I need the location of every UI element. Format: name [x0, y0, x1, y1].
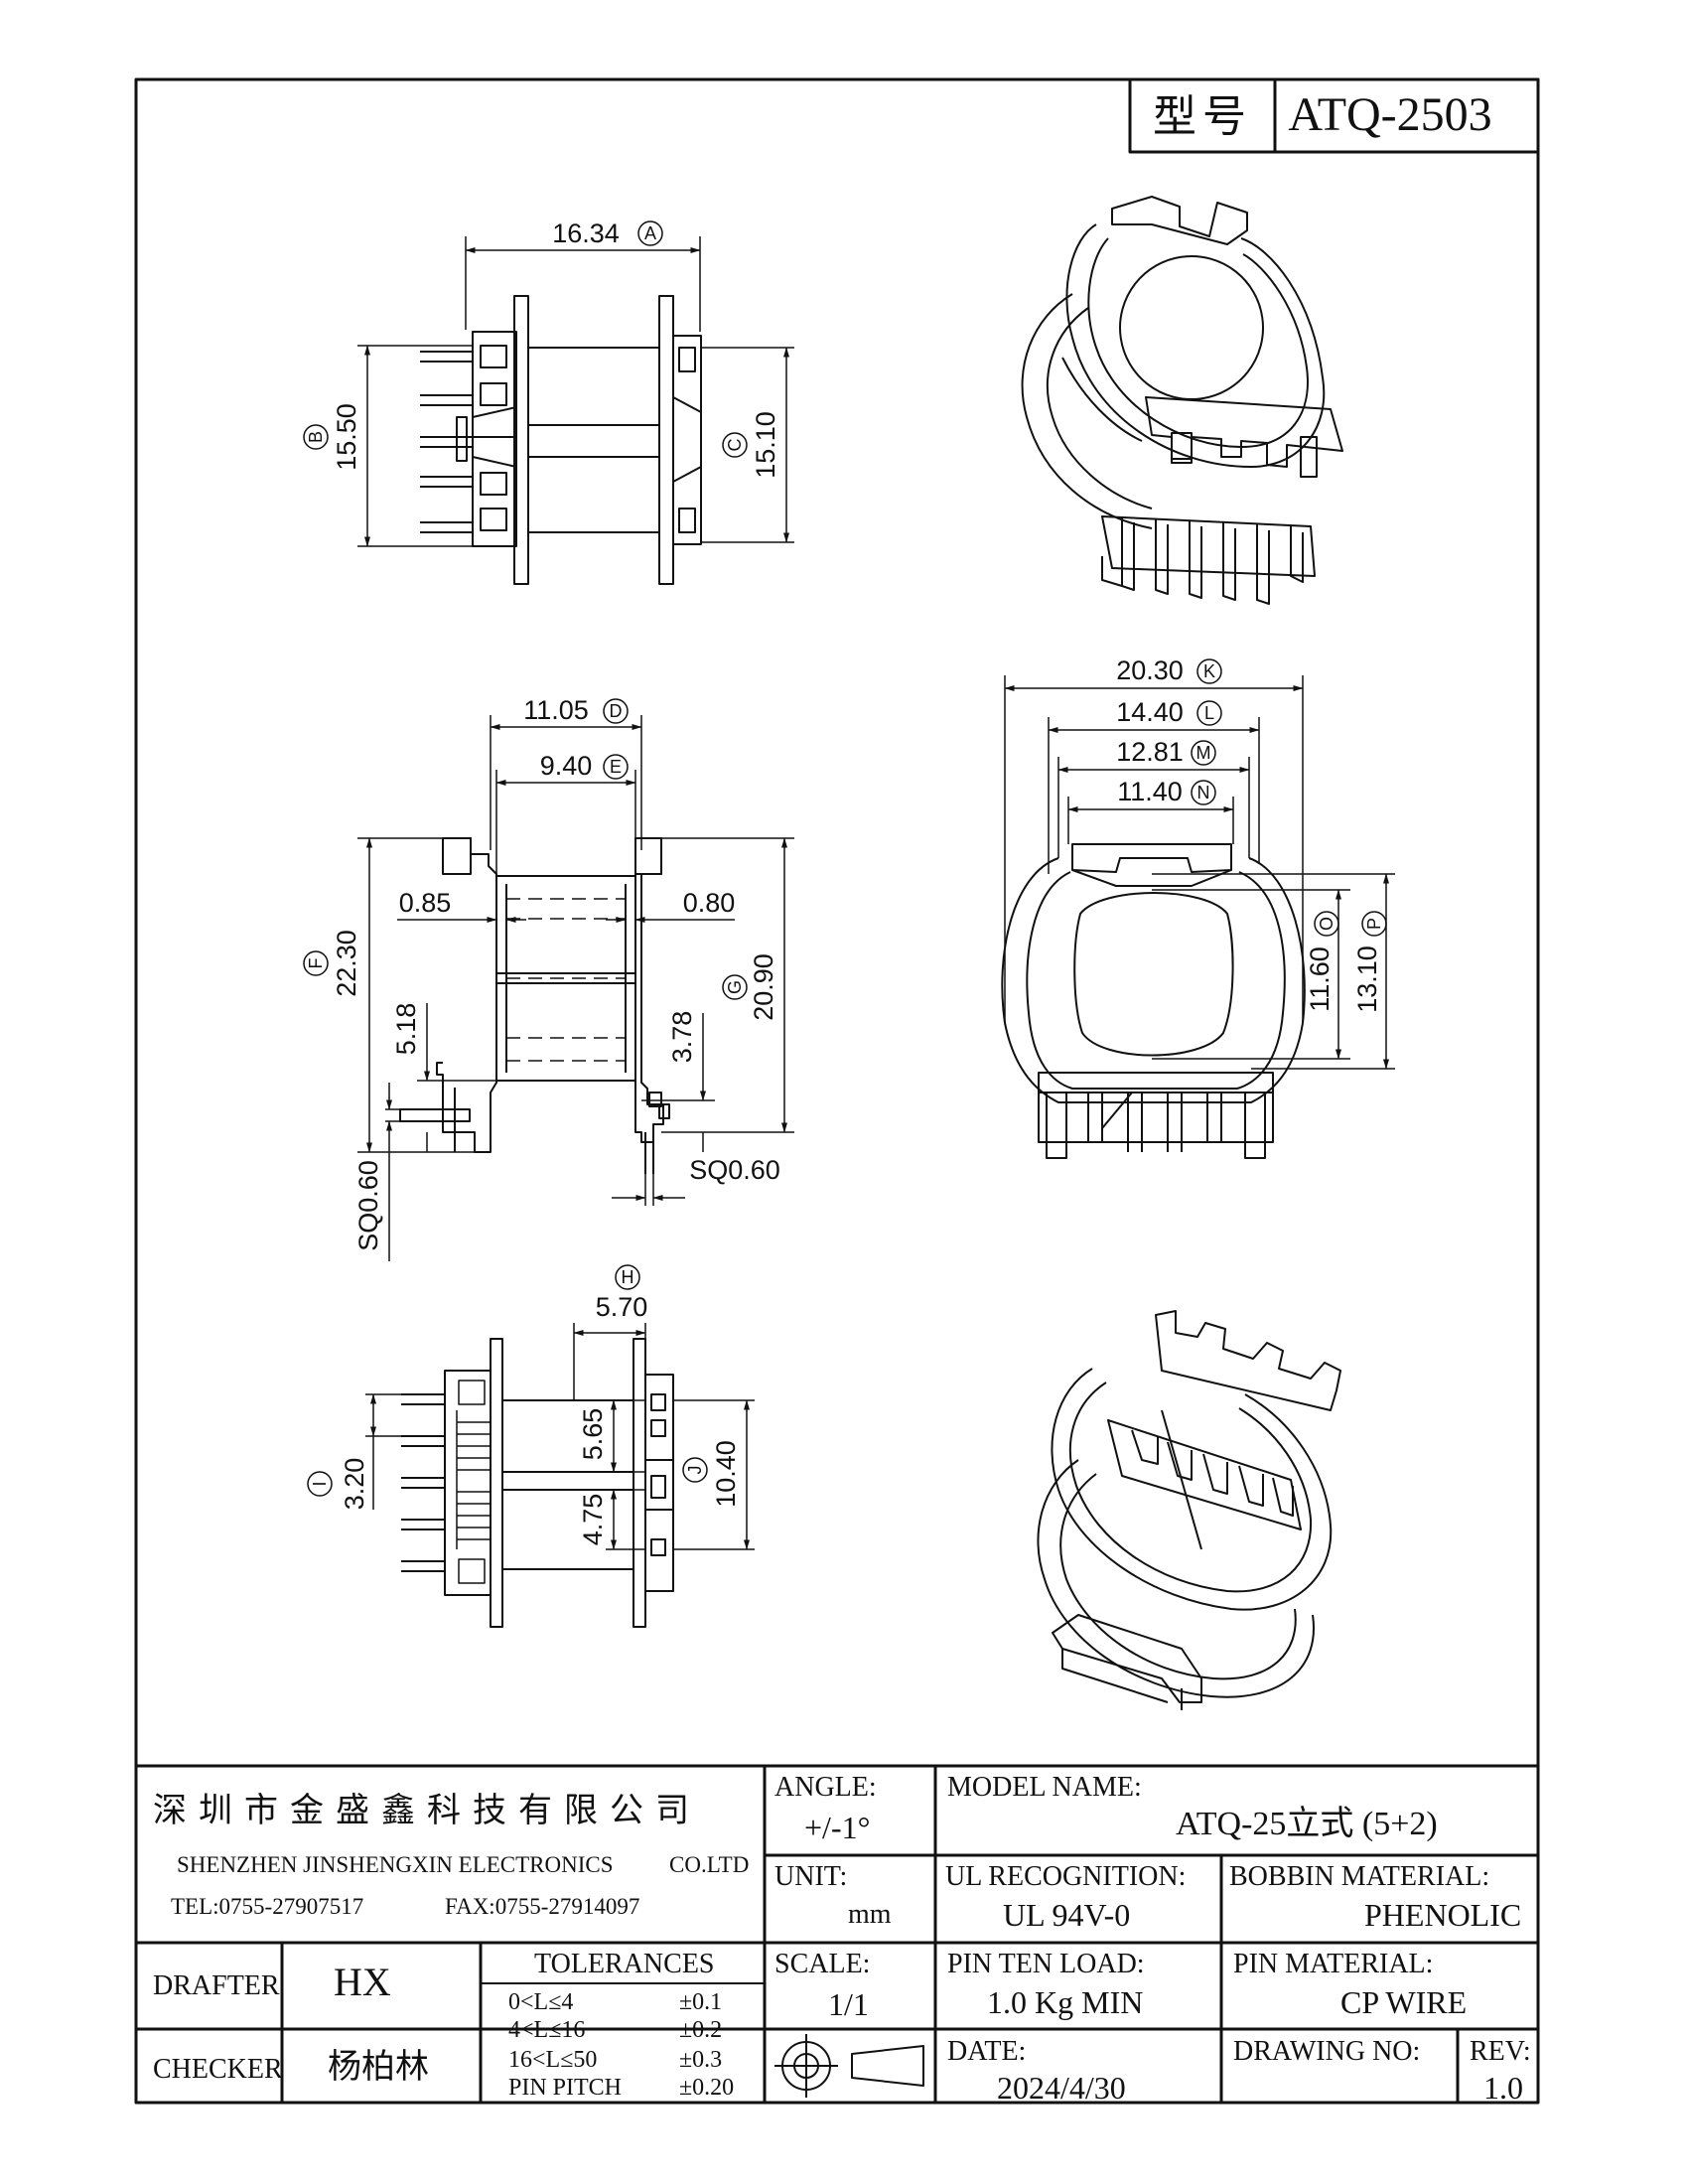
angle-value: +/-1°	[804, 1810, 871, 1845]
scale-value: 1/1	[828, 1986, 869, 2022]
company-name-cn: 深圳市金盛鑫科技有限公司	[153, 1791, 701, 1830]
pin-load-label: PIN TEN LOAD:	[947, 1949, 1145, 1979]
pin-material-label: PIN MATERIAL:	[1233, 1949, 1434, 1979]
tolerance-range-2: 4<L≤16	[508, 2017, 586, 2043]
dim-i-value: 3.20	[340, 1458, 369, 1511]
tolerance-range-4: PIN PITCH	[508, 2075, 623, 2101]
checker-label: CHECKER	[153, 2054, 283, 2085]
dim-a-tag: A	[644, 223, 656, 243]
dim-k-tag: K	[1203, 661, 1215, 681]
dim-m-value: 12.81	[1116, 737, 1184, 767]
dim-p-tag: P	[1364, 918, 1384, 930]
dim-j-value: 10.40	[711, 1440, 741, 1508]
dim-k-value: 20.30	[1116, 655, 1184, 685]
checker-value: 杨柏林	[328, 2047, 429, 2087]
dim-sq-bottom: SQ0.60	[689, 1155, 780, 1185]
dim-wall-left: 0.85	[399, 888, 452, 918]
model-name-value: ATQ-25立式 (5+2)	[1176, 1806, 1438, 1842]
dim-slot-upper: 5.65	[578, 1408, 608, 1461]
dim-o-tag: O	[1317, 917, 1336, 931]
dim-h-tag: H	[622, 1267, 634, 1287]
dim-n-tag: N	[1197, 783, 1210, 802]
tolerance-value-4: ±0.20	[679, 2075, 735, 2101]
dim-l-tag: L	[1204, 703, 1214, 723]
bobbin-material-value: PHENOLIC	[1364, 1897, 1522, 1933]
dim-j-tag: J	[685, 1466, 705, 1475]
dim-f-tag: F	[306, 958, 326, 969]
pin-material-value: CP WIRE	[1340, 1984, 1468, 2020]
isometric-view-bottom	[1037, 1310, 1341, 1710]
rev-value: 1.0	[1483, 2070, 1523, 2106]
front-view-middle: 11.05 D 9.40 E 0.85 0.80 22.30 F 20.90 G…	[303, 695, 794, 1261]
title-block-grid	[136, 1764, 1538, 2103]
dim-e-tag: E	[610, 757, 622, 777]
unit-label: UNIT:	[774, 1861, 848, 1892]
dim-sq-side: SQ0.60	[353, 1160, 383, 1251]
unit-value: mm	[848, 1899, 892, 1930]
dim-i-tag: I	[310, 1481, 330, 1486]
dim-b-value: 15.50	[332, 403, 361, 471]
ul-label: UL RECOGNITION:	[945, 1861, 1187, 1892]
dim-a-value: 16.34	[552, 218, 620, 248]
sheet-border	[134, 77, 1540, 2105]
scale-label: SCALE:	[774, 1949, 871, 1979]
dim-n-value: 11.40	[1117, 777, 1183, 806]
side-view-top: 16.34 A 15.50 B 15.10 C	[303, 218, 794, 585]
drawing-no-label: DRAWING NO:	[1233, 2036, 1421, 2067]
type-label: 型号	[1153, 91, 1252, 142]
rev-label: REV:	[1470, 2036, 1531, 2067]
dim-left-height: 5.18	[391, 1003, 421, 1056]
angle-label: ANGLE:	[774, 1772, 877, 1803]
top-view-right: 20.30 K 14.40 L 12.81 M 11.40 N 11.60 O …	[1001, 655, 1395, 1159]
tolerance-value-2: ±0.2	[679, 2017, 723, 2043]
company-name-en: SHENZHEN JINSHENGXIN ELECTRONICS	[177, 1852, 614, 1877]
dim-d-value: 11.05	[523, 695, 589, 725]
drafter-label: DRAFTER	[153, 1970, 280, 2001]
dim-wall-right: 0.80	[683, 888, 736, 918]
model-code: ATQ-2503	[1288, 88, 1491, 141]
dim-b-tag: B	[306, 431, 326, 443]
side-view-bottom: H 5.70 3.20 I 5.65 4.75 10.40 J	[307, 1264, 755, 1628]
pin-load-value: 1.0 Kg MIN	[987, 1984, 1144, 2020]
tolerances-label: TOLERANCES	[534, 1949, 715, 1979]
model-name-label: MODEL NAME:	[947, 1772, 1142, 1803]
dim-h-value: 5.70	[596, 1292, 648, 1322]
dim-p-value: 13.10	[1352, 946, 1382, 1013]
dim-f-value: 22.30	[332, 930, 361, 997]
tolerance-value-1: ±0.1	[679, 1989, 723, 2015]
dim-d-tag: D	[610, 701, 623, 721]
company-name-en-suffix: CO.LTD	[669, 1852, 750, 1877]
company-fax: FAX:0755-27914097	[445, 1894, 640, 1919]
isometric-view-top	[1021, 196, 1343, 605]
ul-value: UL 94V-0	[1003, 1897, 1131, 1933]
date-value: 2024/4/30	[997, 2070, 1126, 2106]
dim-g-value: 20.90	[749, 953, 778, 1021]
date-label: DATE:	[947, 2036, 1027, 2067]
dim-l-value: 14.40	[1116, 697, 1184, 727]
dim-o-value: 11.60	[1305, 946, 1335, 1012]
dim-g-tag: G	[725, 980, 745, 994]
dim-slot-lower: 4.75	[578, 1494, 608, 1546]
dim-m-tag: M	[1196, 743, 1211, 763]
company-tel: TEL:0755-27907517	[171, 1894, 364, 1919]
tolerance-range-1: 0<L≤4	[508, 1989, 574, 2015]
dim-c-tag: C	[725, 439, 745, 452]
tolerance-value-3: ±0.3	[679, 2047, 723, 2073]
dim-c-value: 15.10	[751, 411, 780, 479]
tolerance-range-3: 16<L≤50	[508, 2047, 598, 2073]
bobbin-material-label: BOBBIN MATERIAL:	[1229, 1861, 1490, 1892]
header-box: 型号 ATQ-2503	[1128, 77, 1540, 154]
dim-right-height: 3.78	[667, 1011, 697, 1064]
dim-e-value: 9.40	[540, 751, 593, 781]
drafter-value: HX	[334, 1960, 391, 2004]
